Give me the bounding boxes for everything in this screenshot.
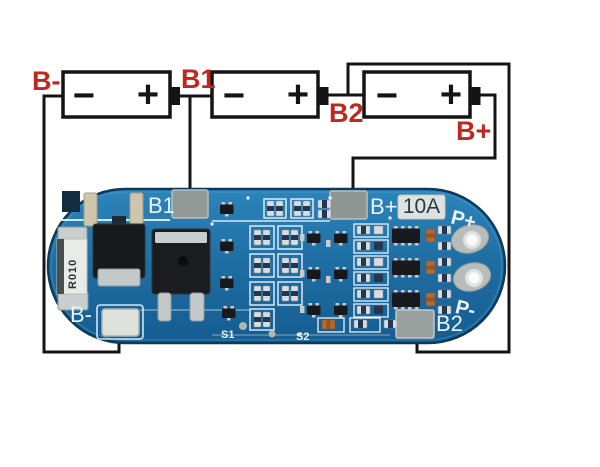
pcb-board: R010 [46,187,507,345]
pad-b2 [395,309,435,339]
rating-label: 10A [403,195,440,218]
silk-b1: B1 [148,193,175,218]
pad-p-minus-hole-center [468,272,480,284]
mosfet-1 [83,192,146,287]
smd-component-field [210,196,452,338]
silk-b-plus: B+ [370,194,398,219]
battery-cell-1-minus-symbol: − [73,75,95,117]
wire-labels: B- B1 B2 B+ [32,64,491,146]
label-tap-b2: B2 [329,98,364,128]
battery-cells: − + − + − + [61,70,481,119]
battery-cell-2-plus-symbol: + [287,74,309,116]
pad-b-plus [329,190,368,220]
silk-b2: B2 [436,311,463,336]
silk-s2: S2 [296,331,309,343]
battery-cell-1-terminal [168,87,180,105]
pcb-dark-patch [62,191,80,212]
silk-s1: S1 [221,329,234,341]
label-pack-positive: B+ [456,116,491,146]
battery-cell-3-plus-symbol: + [440,74,462,116]
battery-cell-2-minus-symbol: − [223,75,245,117]
battery-cell-3-terminal [469,87,481,105]
wire-tap-b2 [346,62,511,354]
silk-b-minus: B- [70,302,92,327]
label-pack-negative: B- [32,66,61,96]
pcb-edge-highlight [50,191,503,341]
label-tap-b1: B1 [181,64,216,94]
battery-cell-3-minus-symbol: − [376,75,398,117]
mosfet-2 [151,228,211,322]
battery-cell-2-terminal [317,87,329,105]
pad-b-minus [101,308,140,337]
shunt-resistor-marking: R010 [67,259,79,289]
battery-cell-1-plus-symbol: + [137,74,159,116]
pad-b1 [171,189,209,219]
rating-box [397,194,446,220]
battery-cell-1 [61,70,172,119]
battery-cell-2 [210,70,320,119]
pad-p-plus-hole-center [466,234,478,246]
shunt-resistor: R010 [56,226,89,311]
wire-pack-positive [351,93,497,203]
